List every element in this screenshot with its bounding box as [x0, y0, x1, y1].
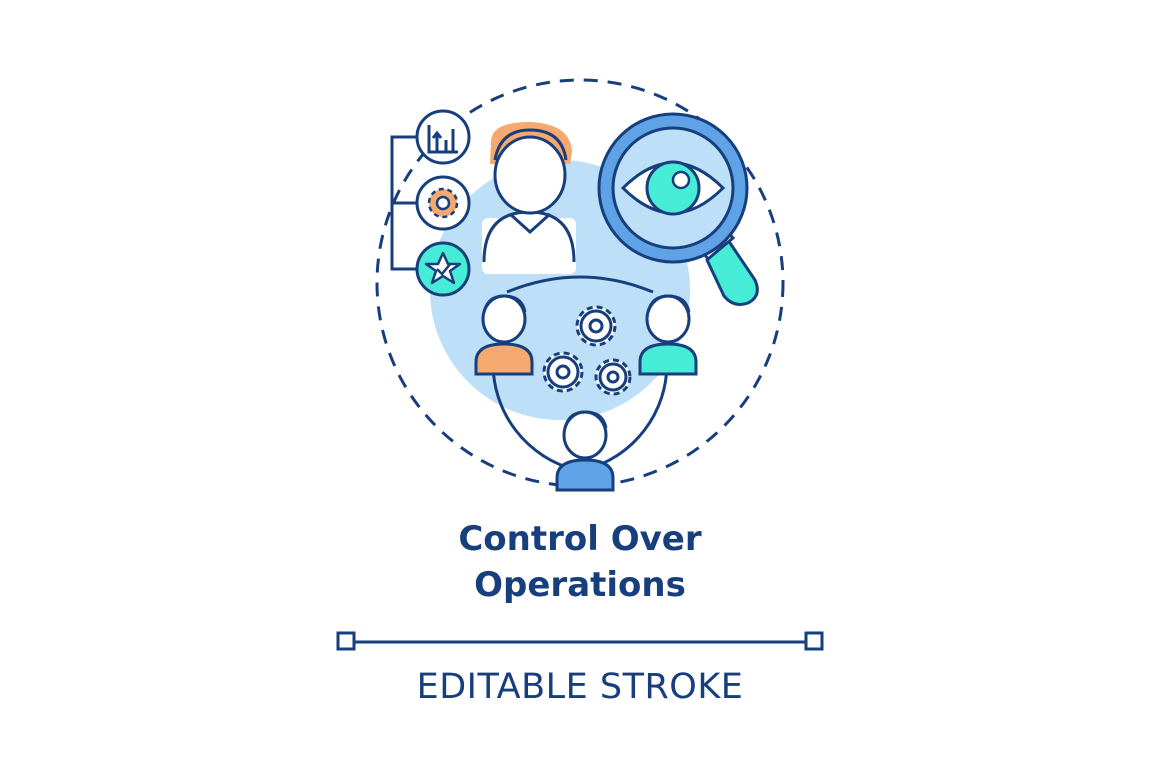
title-line-2: Operations [474, 565, 686, 605]
stroke-handle-right [804, 631, 824, 651]
page-title: Control Over Operations [0, 516, 1160, 608]
title-line-1: Control Over [458, 519, 702, 559]
gears-icon [542, 305, 632, 396]
team-member-bottom [555, 410, 615, 492]
magnifier-eye-icon [597, 112, 759, 306]
chart-icon [415, 109, 471, 165]
stroke-handle-left [336, 631, 356, 651]
editable-stroke-line [336, 631, 824, 651]
editable-stroke-label: EDITABLE STROKE [416, 667, 744, 707]
org-bracket [390, 135, 416, 271]
team-member-right [638, 294, 698, 376]
person-icon [482, 122, 576, 274]
team-member-left [474, 294, 534, 376]
gear-icon [415, 175, 471, 231]
star-check-icon [415, 241, 471, 297]
team-icon [474, 275, 698, 492]
